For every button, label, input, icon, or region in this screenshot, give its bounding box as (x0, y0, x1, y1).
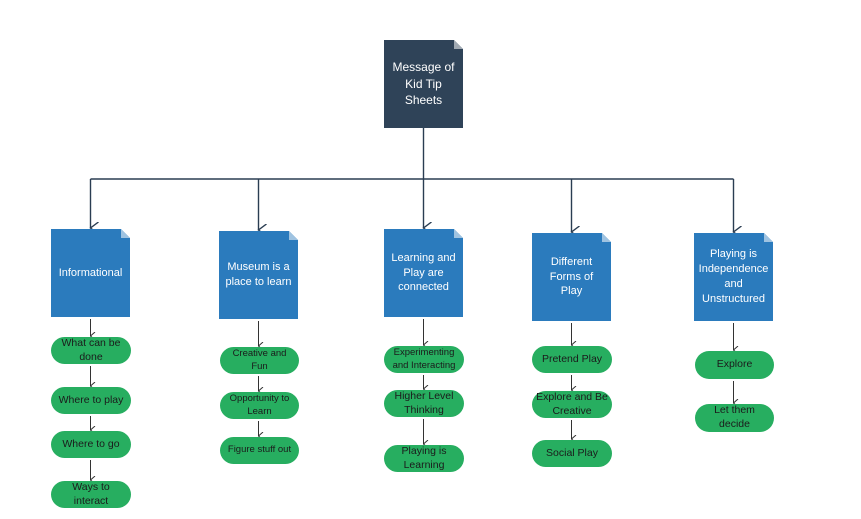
category-node-informational[interactable]: Informational (51, 229, 130, 317)
item-node[interactable]: Opportunity to Learn (220, 392, 299, 419)
item-label: Experimenting and Interacting (392, 347, 456, 371)
item-label: Figure stuff out (227, 444, 292, 456)
item-label: Opportunity to Learn (229, 393, 290, 417)
category-node-museum[interactable]: Museum is a place to learn (219, 231, 298, 319)
item-label: Higher Level Thinking (394, 389, 454, 416)
item-node[interactable]: Experimenting and Interacting (384, 346, 464, 373)
category-label: Informational (58, 266, 123, 279)
item-label: Ways to interact (72, 480, 110, 507)
item-label: Creative and Fun (232, 348, 287, 372)
category-label: Learning and Play are connected (391, 251, 456, 294)
root-node-label: Message of Kid Tip Sheets (392, 59, 455, 108)
item-node[interactable]: Explore (695, 351, 774, 379)
item-label: Let them decide (714, 404, 755, 430)
item-node[interactable]: Where to go (51, 431, 131, 458)
item-node[interactable]: Figure stuff out (220, 437, 299, 464)
item-node[interactable]: Where to play (51, 387, 131, 414)
item-label: Where to go (62, 437, 120, 450)
item-node[interactable]: Creative and Fun (220, 347, 299, 374)
item-node[interactable]: Social Play (532, 440, 612, 467)
item-node[interactable]: Let them decide (695, 404, 774, 432)
item-node[interactable]: What can be done (51, 337, 131, 364)
item-label: What can be done (61, 336, 121, 363)
category-label: Museum is a place to learn (225, 261, 292, 288)
item-node[interactable]: Playing is Learning (384, 445, 464, 472)
item-label: Social Play (546, 446, 598, 459)
item-node[interactable]: Higher Level Thinking (384, 390, 464, 417)
item-label: Explore (716, 358, 753, 371)
item-node[interactable]: Explore and Be Creative (532, 391, 612, 418)
item-label: Playing is Learning (401, 444, 447, 471)
item-label: Where to play (58, 393, 124, 406)
item-label: Pretend Play (541, 352, 603, 365)
category-label: Playing is Independence and Unstructured (698, 248, 769, 305)
item-node[interactable]: Pretend Play (532, 346, 612, 373)
category-node-forms-of-play[interactable]: Different Forms of Play (532, 233, 611, 321)
category-label: Different Forms of Play (549, 255, 594, 298)
category-node-learning-play[interactable]: Learning and Play are connected (384, 229, 463, 317)
item-label: Explore and Be Creative (536, 390, 608, 417)
item-node[interactable]: Ways to interact (51, 481, 131, 508)
root-node[interactable]: Message of Kid Tip Sheets (384, 40, 463, 128)
category-node-independence[interactable]: Playing is Independence and Unstructured (694, 233, 773, 321)
